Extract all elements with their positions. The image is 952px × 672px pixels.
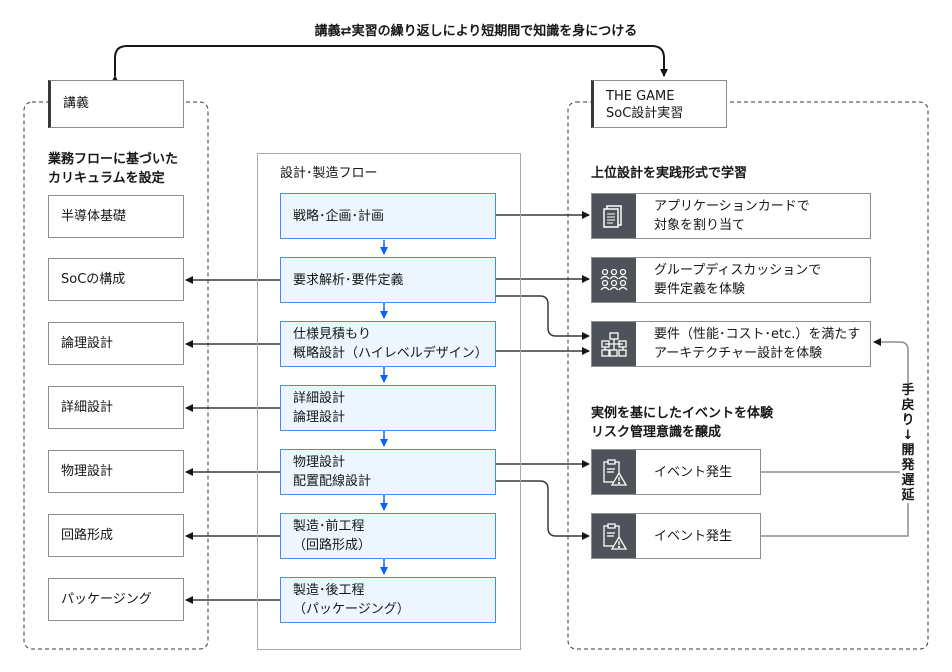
lecture-tab-label: 講義 — [63, 96, 90, 111]
game-heading-upper-design: 上位設計を実践形式で学習 — [591, 166, 748, 181]
lecture-item-logic-design: 論理設計 — [48, 322, 184, 365]
flow-step-logic-design: 詳細設計 論理設計 — [280, 385, 496, 431]
cycle-caption: 講義⇄実習の繰り返しにより短期間で知識を身につける — [314, 24, 638, 39]
design-flow-panel — [257, 153, 521, 650]
document-icon — [592, 194, 636, 238]
rework-delay-label: 手 戻 り ↓ 開 発 遅 延 — [900, 383, 916, 503]
flow-step-physical-design: 物理設計 配置配線設計 — [280, 449, 496, 495]
card-application: アプリケーションカードで 対象を割り当て — [591, 193, 871, 239]
card-event-1: イベント発生 — [591, 449, 761, 495]
lecture-item-semiconductor-basics: 半導体基礎 — [48, 195, 184, 238]
lecture-item-circuit-formation: 回路形成 — [48, 514, 184, 557]
flow-step-front-end: 製造･前工程 （回路形成） — [280, 513, 496, 559]
flow-step-strategy: 戦略･企画･計画 — [280, 193, 496, 239]
lecture-item-soc-structure: SoCの構成 — [48, 258, 184, 301]
card-group-discussion: グループディスカッションで 要件定義を体験 — [591, 257, 871, 303]
lecture-item-packaging: パッケージング — [48, 578, 184, 621]
flow-step-architecture: 仕様見積もり 概略設計（ハイレベルデザイン） — [280, 321, 496, 367]
hierarchy-icon — [592, 322, 636, 366]
card-event-2: イベント発生 — [591, 513, 761, 559]
card-architecture: 要件（性能･コスト･etc.）を満たす アーキテクチャー設計を体験 — [591, 321, 871, 367]
game-region — [567, 101, 929, 650]
lecture-item-physical-design: 物理設計 — [48, 450, 184, 493]
game-heading-events: 実例を基にしたイベントを体験 リスク管理意識を醸成 — [591, 406, 774, 440]
group-icon — [592, 258, 636, 302]
lecture-tab: 講義 — [48, 80, 184, 128]
cycle-arrow — [111, 45, 668, 83]
design-flow-title: 設計･製造フロー — [280, 166, 378, 181]
warning-clipboard-icon — [592, 450, 636, 494]
game-tab: THE GAME SoC設計実習 — [591, 80, 727, 128]
lecture-heading: 業務フローに基づいた カリキュラムを設定 — [48, 152, 179, 186]
lecture-item-detailed-design: 詳細設計 — [48, 386, 184, 429]
flow-step-back-end: 製造･後工程 （パッケージング） — [280, 577, 496, 623]
flow-step-requirements: 要求解析･要件定義 — [280, 257, 496, 303]
warning-clipboard-icon — [592, 514, 636, 558]
